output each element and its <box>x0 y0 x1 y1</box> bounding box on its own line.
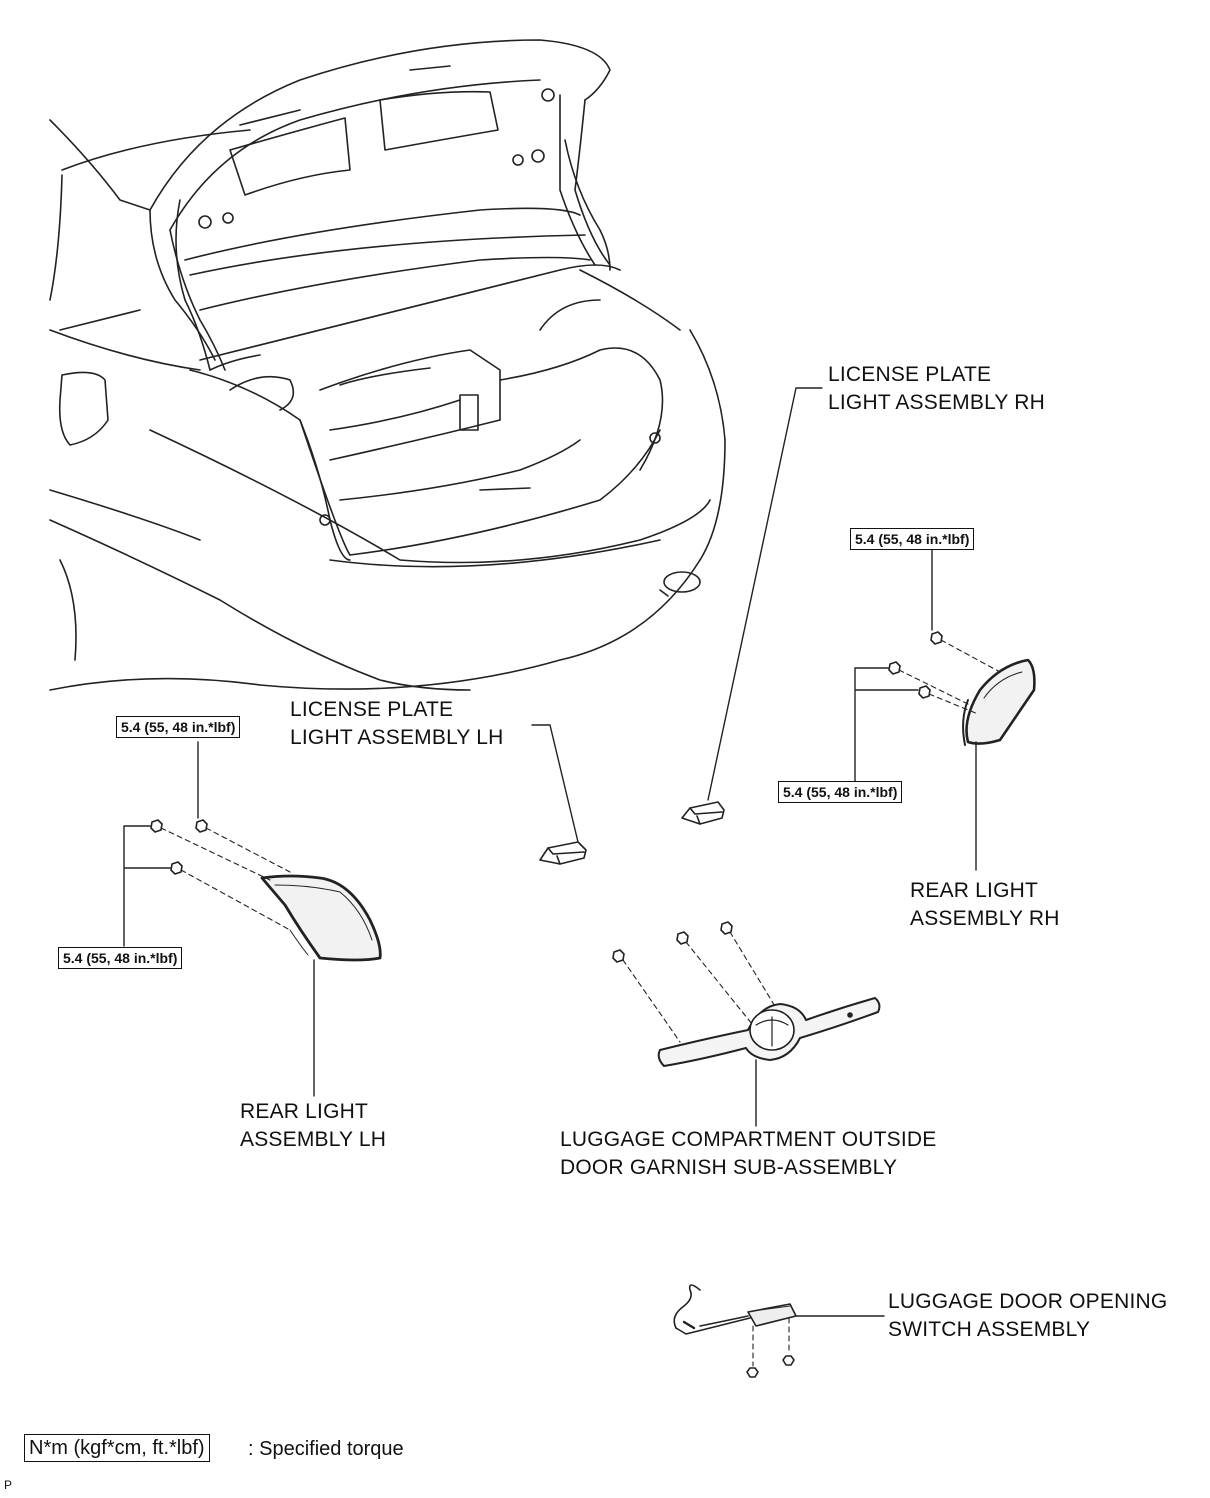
rear-light-rh-nuts <box>888 631 943 699</box>
label-line: LICENSE PLATE <box>828 363 992 386</box>
label-line: REAR LIGHT <box>240 1100 369 1123</box>
license-plate-light-lh <box>539 841 587 865</box>
rear-light-lh <box>260 874 382 962</box>
leader-license-lh <box>531 724 579 843</box>
label-line: SWITCH ASSEMBLY <box>888 1318 1091 1341</box>
rear-light-rh <box>962 658 1036 746</box>
torque-spec-rh-top: 5.4 (55, 48 in.*lbf) <box>850 528 975 550</box>
label-license-plate-light-rh: LICENSE PLATE LIGHT ASSEMBLY RH <box>828 361 1045 417</box>
label-line: LICENSE PLATE <box>290 698 454 721</box>
legend-description: : Specified torque <box>248 1438 404 1460</box>
label-garnish: LUGGAGE COMPARTMENT OUTSIDE DOOR GARNISH… <box>560 1126 936 1182</box>
legend-unit-box: N*m (kgf*cm, ft.*lbf) <box>24 1434 210 1462</box>
label-line: LIGHT ASSEMBLY LH <box>290 726 504 749</box>
label-line: LIGHT ASSEMBLY RH <box>828 391 1045 414</box>
torque-spec-lh-bottom: 5.4 (55, 48 in.*lbf) <box>58 947 183 969</box>
garnish-nuts <box>612 921 733 963</box>
garnish <box>657 997 881 1067</box>
label-door-opening-switch: LUGGAGE DOOR OPENING SWITCH ASSEMBLY <box>888 1288 1167 1344</box>
label-line: ASSEMBLY RH <box>910 907 1060 930</box>
torque-spec-lh-top: 5.4 (55, 48 in.*lbf) <box>116 716 241 738</box>
rear-light-lh-nuts <box>150 819 208 875</box>
label-rear-light-rh: REAR LIGHT ASSEMBLY RH <box>910 877 1060 933</box>
label-line: ASSEMBLY LH <box>240 1128 387 1151</box>
corner-code: P <box>4 1478 13 1492</box>
car-body <box>49 39 726 691</box>
label-license-plate-light-lh: LICENSE PLATE LIGHT ASSEMBLY LH <box>290 696 504 752</box>
label-rear-light-lh: REAR LIGHT ASSEMBLY LH <box>240 1098 386 1154</box>
label-line: LUGGAGE DOOR OPENING <box>888 1290 1168 1313</box>
leader-license-rh <box>707 387 823 801</box>
label-line: DOOR GARNISH SUB-ASSEMBLY <box>560 1156 898 1179</box>
torque-spec-rh-bottom: 5.4 (55, 48 in.*lbf) <box>778 781 903 803</box>
license-plate-light-rh <box>681 801 725 825</box>
label-line: LUGGAGE COMPARTMENT OUTSIDE <box>560 1128 937 1151</box>
label-line: REAR LIGHT <box>910 879 1039 902</box>
door-opening-switch <box>673 1284 797 1335</box>
switch-screws <box>746 1355 795 1378</box>
